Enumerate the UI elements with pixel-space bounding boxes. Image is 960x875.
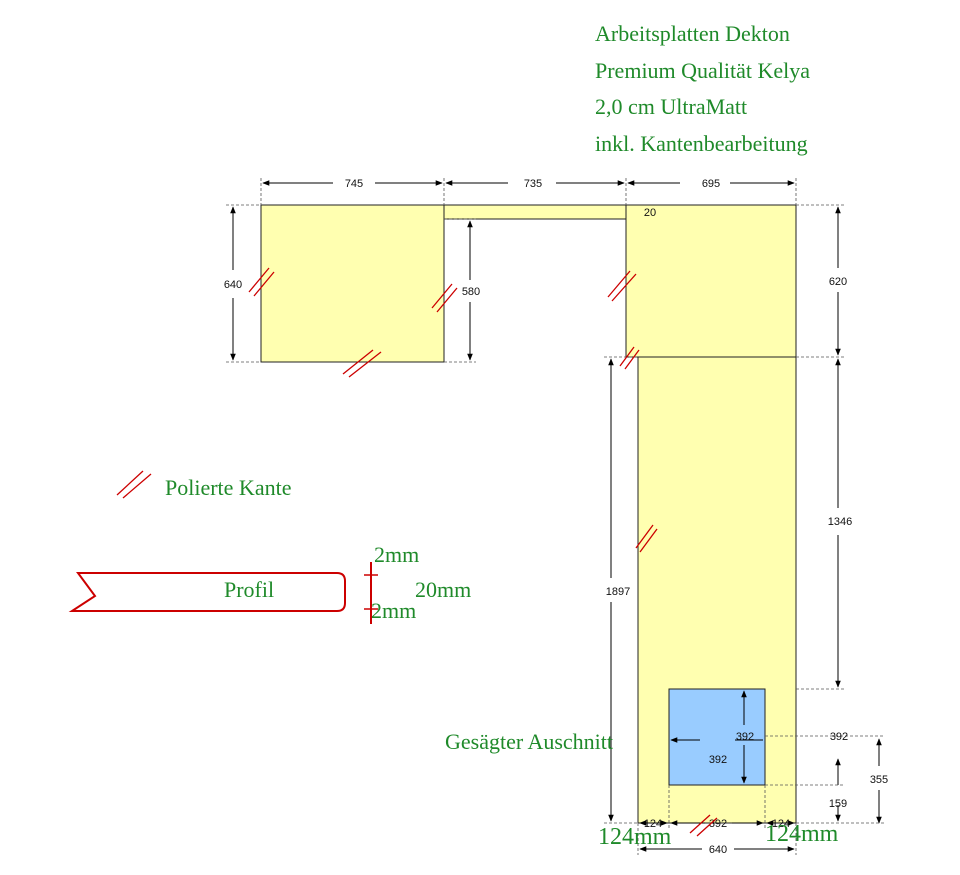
title-line-material: Arbeitsplatten Dekton	[595, 21, 790, 46]
dim-right-top: 620	[829, 276, 847, 288]
dim-inner-height: 580	[462, 286, 480, 298]
worktop-left-panel	[260, 204, 445, 363]
dim-cutout-width-outer: 392	[830, 731, 848, 743]
cutout-label: Gesägter Auschnitt	[445, 729, 614, 754]
dim-edge-left: 124	[644, 818, 662, 830]
cutout-right-offset-label: 124mm	[765, 821, 839, 847]
legend-polished-edge: Polierte Kante	[165, 475, 292, 500]
dim-cutout-offset-total: 355	[870, 774, 888, 786]
polished-edge-marks	[116, 267, 718, 837]
title-line-edge: inkl. Kantenbearbeitung	[595, 130, 808, 156]
profile-thickness: 20mm	[415, 577, 472, 602]
dim-edge-right: 124	[772, 818, 790, 830]
title-block: Arbeitsplatten Dekton Premium Qualität K…	[595, 16, 955, 162]
title-line-thickness: 2,0 cm UltraMatt	[595, 94, 748, 119]
polished-edge-mark	[689, 814, 718, 837]
profile-top-chamfer: 2mm	[374, 542, 420, 567]
dimension-labels: 745 735 695 640 580 20 620 1346 1897 392…	[224, 178, 888, 856]
dim-cutout-bottom: 159	[829, 798, 847, 810]
worktop-corner-panel	[625, 204, 797, 358]
polished-edge-mark	[342, 349, 382, 378]
title-line-quality: Premium Qualität Kelya	[595, 57, 811, 83]
dim-left-height: 640	[224, 279, 242, 291]
worktop-panels	[260, 204, 797, 824]
dim-bottom-cutout: 392	[709, 818, 727, 830]
dimension-lines	[230, 180, 882, 852]
profile-outline	[68, 572, 346, 612]
polished-edge-mark	[431, 283, 458, 313]
polished-edge-mark	[619, 346, 640, 370]
profile-bottom-chamfer: 2mm	[371, 598, 417, 623]
polished-edge-mark	[607, 270, 637, 302]
legend-edge-mark	[116, 470, 152, 499]
dim-top-right: 695	[702, 178, 720, 190]
cutout-left-offset-label: 124mm	[598, 824, 672, 850]
dim-right-lower: 1346	[828, 516, 852, 528]
polished-edge-mark	[635, 524, 658, 553]
dim-total-height: 1897	[606, 586, 630, 598]
dim-bottom-total: 640	[709, 844, 727, 856]
dim-cutout-height: 392	[736, 731, 754, 743]
profile-drawing	[68, 562, 378, 624]
dim-cutout-width: 392	[709, 754, 727, 766]
worktop-connector-strip	[443, 204, 627, 220]
sink-cutout	[668, 688, 766, 786]
profile-label: Profil	[224, 577, 275, 602]
extension-lines	[226, 178, 885, 855]
dim-top-middle: 735	[524, 178, 542, 190]
polished-edge-mark	[248, 267, 275, 297]
dim-small-gap: 20	[644, 207, 656, 219]
dim-top-left: 745	[345, 178, 363, 190]
